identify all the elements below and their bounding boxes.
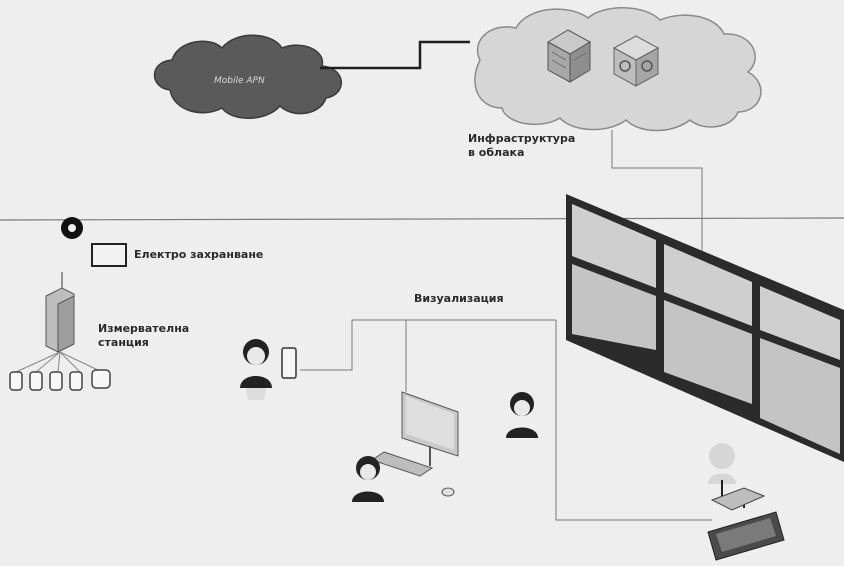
desktop-computer-icon: [370, 391, 459, 497]
visualization-line: [300, 319, 556, 371]
person-icon: [240, 339, 272, 400]
infrastructure-label: Инфраструктура в облака: [468, 132, 576, 159]
laptop-link-line: [555, 320, 712, 521]
server-cube-icon: [546, 29, 592, 83]
visualization-label: Визуализация: [414, 292, 504, 305]
apn-link-line: [320, 40, 470, 70]
gear-cube-icon: [612, 35, 660, 87]
measuring-station-icon: [15, 272, 103, 373]
sensor-icon: [9, 369, 111, 391]
laptop-icon: [707, 487, 785, 561]
record-indicator-icon: [61, 217, 83, 239]
person-icon: [708, 443, 745, 508]
person-icon: [352, 456, 384, 502]
mobile-apn-label: Mobile APN: [214, 76, 265, 86]
person-icon: [506, 392, 538, 438]
video-wall-icon: [566, 194, 844, 462]
power-box-icon: [91, 243, 127, 267]
tablet-icon: [281, 347, 297, 379]
measuring-station-label: Измервателна станция: [98, 322, 190, 349]
mobile-apn-cloud-icon: [153, 34, 343, 119]
power-supply-label: Електро захранване: [134, 248, 264, 261]
cloud-to-wall-line: [611, 130, 703, 252]
divider-line: [0, 217, 844, 221]
